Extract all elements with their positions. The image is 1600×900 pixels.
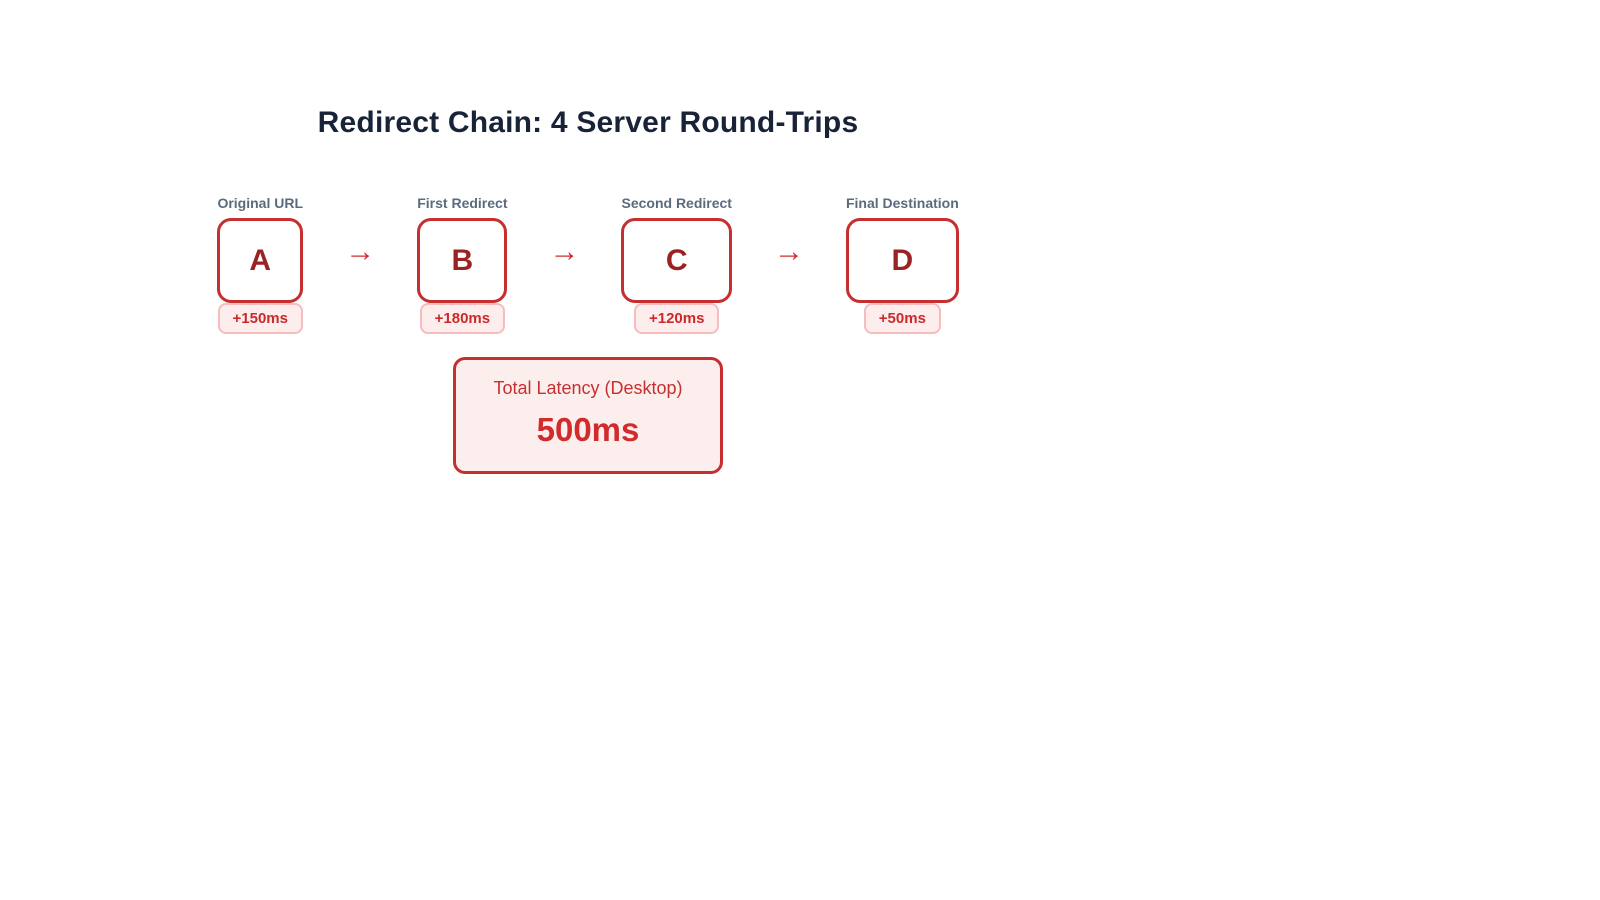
node-box: B — [417, 218, 508, 303]
diagram-title: Redirect Chain: 4 Server Round-Trips — [317, 106, 859, 139]
node-letter: D — [891, 243, 914, 277]
node-label: Final Destination — [845, 195, 959, 211]
node-label: Original URL — [217, 195, 304, 211]
node-second-redirect: Second Redirect C +120ms — [621, 195, 732, 334]
arrow-right-icon: → — [549, 235, 580, 268]
node-box: A — [217, 218, 304, 303]
node-final-destination: Final Destination D +50ms — [845, 195, 959, 334]
node-label: Second Redirect — [621, 195, 732, 211]
node-box: C — [621, 218, 732, 303]
latency-badge: +50ms — [863, 303, 941, 334]
node-letter: B — [451, 243, 474, 277]
arrow-right-icon: → — [773, 235, 804, 268]
total-latency-card: Total Latency (Desktop) 500ms — [453, 357, 723, 474]
latency-badge: +180ms — [419, 303, 506, 334]
total-latency-value: 500ms — [536, 411, 640, 448]
node-label: First Redirect — [417, 195, 508, 211]
redirect-chain-flow: Original URL A +150ms → First Redirect B… — [0, 195, 1176, 334]
node-letter: A — [249, 243, 272, 277]
node-letter: C — [665, 243, 688, 277]
total-latency-label: Total Latency (Desktop) — [493, 378, 683, 398]
node-first-redirect: First Redirect B +180ms — [417, 195, 508, 334]
page-canvas: Redirect Chain: 4 Server Round-Trips Ori… — [0, 0, 1176, 474]
node-box: D — [845, 218, 959, 303]
latency-badge: +150ms — [217, 303, 303, 334]
latency-badge: +120ms — [633, 303, 720, 334]
node-original-url: Original URL A +150ms — [217, 195, 304, 334]
arrow-right-icon: → — [345, 235, 376, 268]
